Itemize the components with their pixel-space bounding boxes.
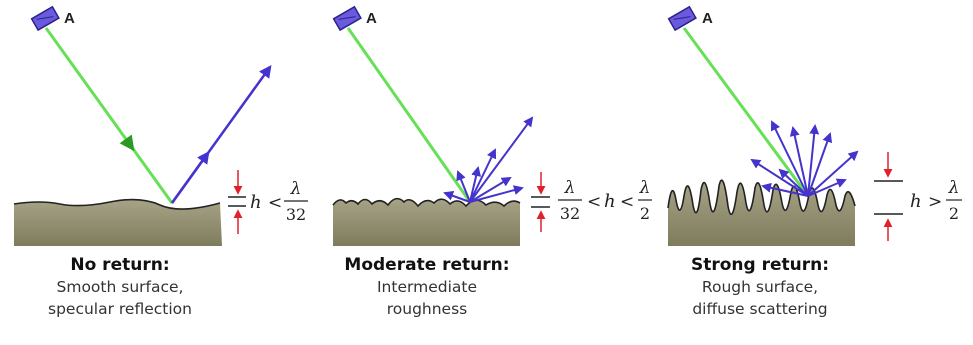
operator: < (620, 192, 634, 212)
ground-block (668, 180, 855, 246)
height-marker (531, 172, 550, 232)
caption-line: Rough surface, (701, 278, 819, 296)
surface-line (667, 179, 856, 216)
antenna-label: A (702, 10, 713, 27)
panel-moderate-return: A λ 32 < h < λ 2 (332, 5, 652, 246)
operator: < (587, 192, 601, 212)
caption-line: specular reflection (48, 300, 192, 318)
symbol-h: h (250, 192, 262, 213)
operator: > (928, 192, 942, 212)
ground-block (14, 199, 222, 246)
caption-title: No return: (70, 255, 170, 275)
ground-block (333, 198, 520, 246)
roughness-condition: h > λ 2 (910, 178, 962, 223)
roughness-condition: h < λ 32 (250, 179, 308, 224)
panel-no-return: A h < λ 32 (13, 5, 308, 246)
fraction-numerator: λ (948, 178, 960, 198)
caption-line: diffuse scattering (692, 300, 828, 318)
caption-no-return: No return: Smooth surface, specular refl… (20, 254, 220, 320)
antenna-label: A (366, 10, 377, 27)
caption-strong-return: Strong return: Rough surface, diffuse sc… (660, 254, 860, 320)
caption-line: Intermediate (376, 278, 477, 296)
height-marker (874, 152, 903, 241)
fraction-denominator: 2 (949, 204, 959, 223)
operator: < (268, 193, 282, 213)
fraction-numerator: λ (639, 178, 651, 198)
roughness-condition: λ 32 < h < λ 2 (558, 178, 652, 223)
fraction-numerator: λ (564, 178, 576, 198)
fraction-numerator: λ (290, 179, 302, 199)
caption-title: Moderate return: (344, 255, 510, 275)
surface-line (13, 198, 221, 210)
fraction-denominator: 32 (286, 205, 306, 224)
caption-line: roughness (386, 300, 468, 318)
panel-strong-return: A h > λ 2 (667, 5, 962, 246)
fraction-denominator: 32 (560, 204, 580, 223)
incident-ray (346, 27, 472, 203)
scattered-rays (750, 120, 859, 197)
caption-line: Smooth surface, (56, 278, 184, 296)
antenna-icon (30, 5, 60, 32)
symbol-h: h (910, 191, 922, 212)
antenna-icon (332, 5, 362, 32)
scattered-rays (443, 116, 534, 203)
antenna-label: A (64, 10, 75, 27)
caption-title: Strong return: (690, 255, 830, 275)
incident-ray (44, 27, 174, 204)
caption-moderate-return: Moderate return: Intermediate roughness (327, 254, 527, 320)
surface-line (332, 197, 521, 208)
incident-ray (682, 27, 810, 197)
antenna-icon (667, 5, 697, 32)
symbol-h: h (604, 191, 616, 212)
fraction-denominator: 2 (640, 204, 650, 223)
height-marker (228, 170, 246, 234)
